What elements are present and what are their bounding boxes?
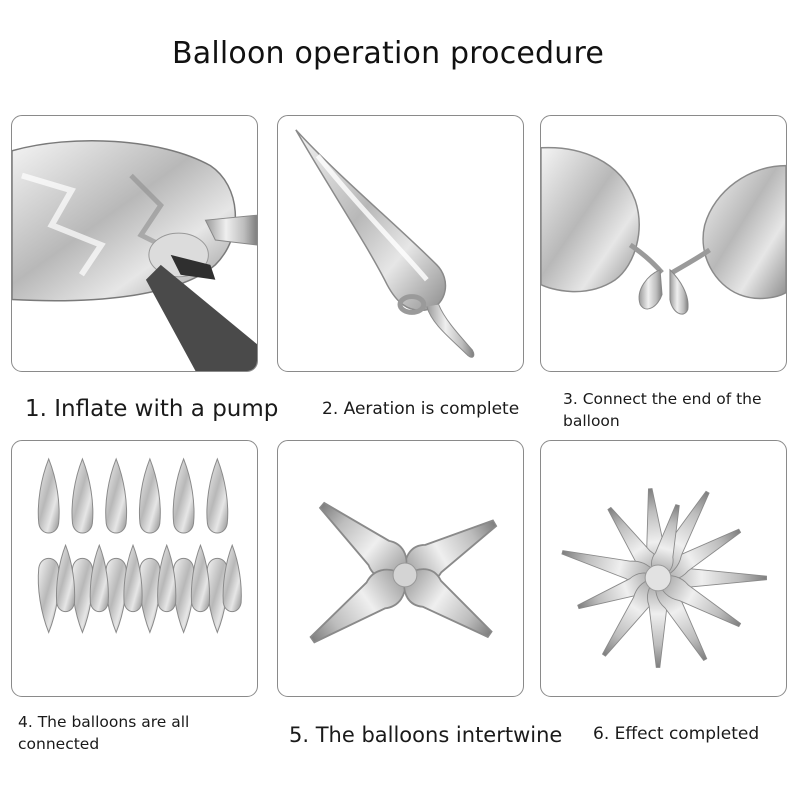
four-point-star-balloon-illustration bbox=[300, 490, 506, 657]
step-6-image bbox=[540, 440, 787, 697]
step-1-image bbox=[11, 115, 258, 372]
step-5-caption: 5. The balloons intertwine bbox=[289, 723, 563, 747]
step-4-image bbox=[11, 440, 258, 697]
starburst-balloon-illustration bbox=[559, 486, 767, 668]
step-1-caption: 1. Inflate with a pump bbox=[25, 396, 279, 422]
connected-balloon-ends-illustration bbox=[541, 146, 786, 315]
step-3-caption: 3. Connect the end of the balloon bbox=[563, 390, 762, 431]
page-title: Balloon operation procedure bbox=[171, 36, 605, 71]
inflating-balloon-illustration bbox=[12, 139, 257, 371]
step-5-image bbox=[277, 440, 524, 697]
inflated-spike-balloon-illustration bbox=[295, 129, 475, 358]
step-2-caption: 2. Aeration is complete bbox=[322, 399, 520, 419]
connected-balloons-row-illustration bbox=[37, 457, 242, 634]
step-2-image bbox=[277, 115, 524, 372]
step-4-caption: 4. The balloons are all connected bbox=[18, 713, 190, 754]
step-6-caption: 6. Effect completed bbox=[593, 724, 760, 744]
step-3-image bbox=[540, 115, 787, 372]
